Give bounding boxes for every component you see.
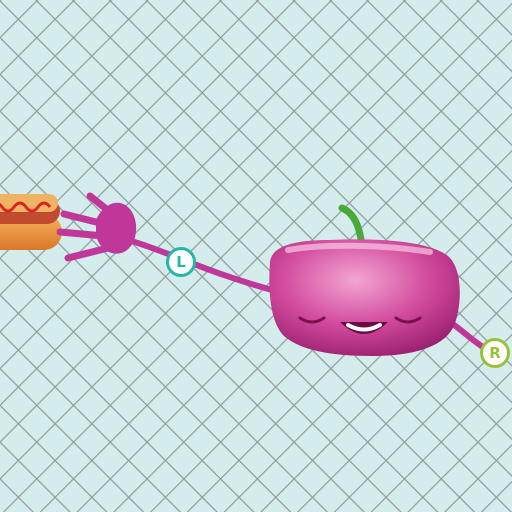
character-right-eye [394, 316, 422, 324]
hotdog-icon [0, 194, 62, 250]
character-body [269, 239, 460, 356]
right-key-label: R [489, 344, 501, 362]
left-key-label: L [176, 253, 186, 271]
pink-onion-character [269, 204, 460, 356]
left-key-button[interactable]: L [166, 247, 196, 277]
fork-icon [56, 192, 137, 262]
character-left-eye [298, 316, 326, 324]
right-key-button[interactable]: R [480, 338, 510, 368]
